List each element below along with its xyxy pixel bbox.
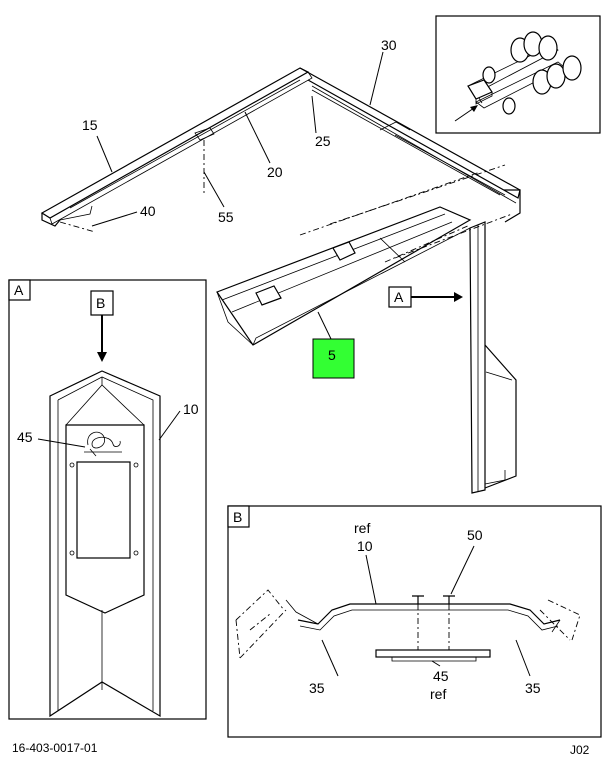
view-a-pointer: A: [388, 286, 463, 308]
pillar-assembly: [469, 221, 517, 494]
callout-25: 25: [315, 133, 331, 149]
callout-20: 20: [267, 164, 283, 180]
detail-a-label: A: [14, 282, 24, 298]
chassis-inset: [435, 15, 601, 134]
callout-55: 55: [218, 209, 234, 225]
view-b-pointer-label: B: [96, 295, 105, 311]
view-a-pointer-label: A: [394, 289, 404, 305]
drawing-number: 16-403-0017-01: [12, 741, 98, 755]
callout-ref-10-ref: ref: [354, 520, 370, 536]
callout-40: 40: [140, 203, 156, 219]
detail-b-frame: [227, 505, 602, 738]
front-panel-assembly: [216, 164, 513, 346]
callout-35-right: 35: [525, 680, 541, 696]
roof-assembly: [40, 67, 521, 233]
detail-a: A B: [8, 279, 207, 720]
detail-a-frame: [8, 279, 207, 720]
callout-45-ref-num: 45: [433, 668, 449, 684]
callout-5-highlight[interactable]: [312, 338, 355, 379]
callout-35-left: 35: [309, 680, 325, 696]
callout-leaders: [91, 51, 384, 342]
callout-5[interactable]: 5: [328, 347, 336, 363]
detail-b: B: [227, 505, 602, 738]
callout-10: 10: [183, 401, 199, 417]
callout-50: 50: [467, 527, 483, 543]
callout-30: 30: [381, 37, 397, 53]
sheet-code: J02: [570, 743, 590, 757]
callout-15: 15: [82, 117, 98, 133]
callout-45: 45: [17, 429, 33, 445]
emblem-icon: [84, 431, 122, 457]
callout-ref-10-num: 10: [357, 538, 373, 554]
detail-b-label: B: [233, 509, 242, 525]
callout-45-ref: ref: [430, 686, 446, 702]
